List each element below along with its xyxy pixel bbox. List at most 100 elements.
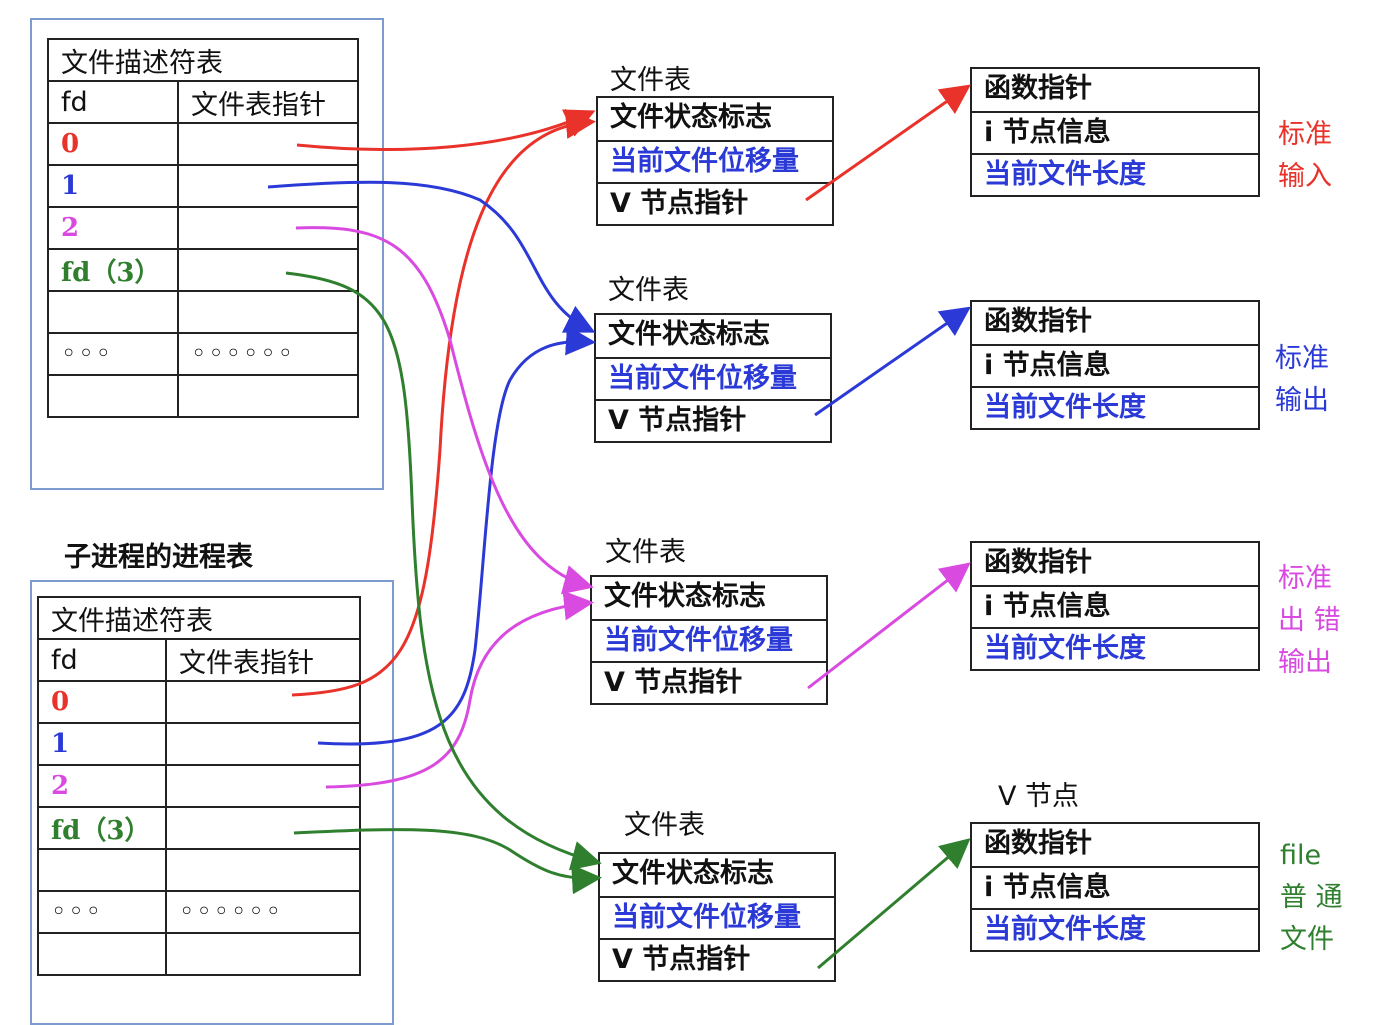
- label-line: 标准: [1275, 343, 1329, 374]
- file-length: 当前文件长度: [972, 908, 1258, 950]
- vnode-pointer: V 节点指针: [596, 399, 830, 441]
- parent-ptr-empty: [177, 290, 359, 334]
- file-table-3: 文件状态标志 当前文件位移量 V 节点指针: [598, 852, 836, 982]
- file-offset: 当前文件位移量: [596, 357, 830, 399]
- file-status-flags: 文件状态标志: [608, 319, 770, 350]
- parent-col-ptr: 文件表指针: [177, 80, 359, 124]
- parent-fd-empty: [47, 290, 179, 334]
- vnode-caption: V 节点: [998, 781, 1080, 812]
- child-ptr-0: [165, 680, 361, 724]
- parent-fd-ellipsis: ◦◦◦: [47, 332, 179, 376]
- child-ptr-last: [165, 932, 361, 976]
- arrow-parent-fd3: [285, 271, 602, 871]
- child-ptr-ellipsis: ◦◦◦◦◦◦: [165, 890, 361, 934]
- inode-info: i 节点信息: [972, 344, 1258, 386]
- vnode-pointer: V 节点指针: [598, 182, 832, 224]
- file-offset: 当前文件位移量: [600, 896, 834, 938]
- file-table-caption-0: 文件表: [610, 65, 691, 96]
- file-table-caption-2: 文件表: [605, 537, 686, 568]
- file-length: 当前文件长度: [972, 627, 1258, 669]
- label-line: file: [1280, 840, 1322, 871]
- parent-fd-table: 文件描述符表 fd 文件表指针 0 1 2 fd（3） ◦◦◦◦◦◦◦◦◦: [47, 38, 359, 418]
- inode-info: i 节点信息: [972, 111, 1258, 153]
- label-line: 文件: [1280, 924, 1334, 955]
- file-status-flags: 文件状态标志: [604, 581, 766, 612]
- label-stdout: 标准 输出: [1275, 338, 1329, 422]
- parent-ptr-1: [177, 164, 359, 208]
- parent-fd-2: 2: [47, 206, 179, 250]
- arrow-parent-fd0: [296, 109, 596, 151]
- function-pointer: 函数指针: [984, 828, 1092, 859]
- label-stdin: 标准 输入: [1278, 114, 1332, 198]
- label-line: 输入: [1278, 161, 1332, 192]
- label-line: 输出: [1275, 385, 1329, 416]
- arrow-ft0-vnode0: [805, 84, 971, 202]
- child-fd-last: [37, 932, 167, 976]
- label-line: 标准: [1278, 119, 1332, 150]
- child-fd-2: 2: [37, 764, 167, 808]
- arrow-parent-fd1: [267, 180, 596, 333]
- child-process-caption: 子进程的进程表: [64, 542, 253, 573]
- parent-fd-last: [47, 374, 179, 418]
- arrow-ft2-vnode2: [807, 562, 971, 690]
- parent-ptr-0: [177, 122, 359, 166]
- vnode-table-0: 函数指针 i 节点信息 当前文件长度: [970, 67, 1260, 197]
- label-line: 普 通: [1280, 882, 1343, 913]
- child-fd-3: fd（3）: [37, 806, 167, 850]
- arrow-ft1-vnode1: [814, 306, 971, 417]
- label-line: 输出: [1278, 647, 1332, 678]
- child-fd-ellipsis: ◦◦◦: [37, 890, 167, 934]
- parent-fd-3: fd（3）: [47, 248, 179, 292]
- file-length: 当前文件长度: [972, 386, 1258, 428]
- file-length: 当前文件长度: [972, 153, 1258, 195]
- file-table-0: 文件状态标志 当前文件位移量 V 节点指针: [596, 96, 834, 226]
- parent-fd-1: 1: [47, 164, 179, 208]
- arrow-child-fd2: [325, 590, 594, 789]
- parent-ptr-last: [177, 374, 359, 418]
- arrow-child-fd1: [317, 325, 596, 746]
- arrow-child-fd3: [293, 828, 602, 895]
- arrow-child-fd0: [291, 108, 596, 697]
- file-table-2: 文件状态标志 当前文件位移量 V 节点指针: [590, 575, 828, 705]
- vnode-table-1: 函数指针 i 节点信息 当前文件长度: [970, 300, 1260, 430]
- file-table-caption-3: 文件表: [624, 810, 705, 841]
- child-fd-empty: [37, 848, 167, 892]
- parent-ptr-ellipsis: ◦◦◦◦◦◦: [177, 332, 359, 376]
- parent-ptr-3: [177, 248, 359, 292]
- function-pointer: 函数指针: [984, 73, 1092, 104]
- inode-info: i 节点信息: [972, 585, 1258, 627]
- child-col-fd: fd: [37, 638, 167, 682]
- file-offset: 当前文件位移量: [598, 140, 832, 182]
- child-fd-1: 1: [37, 722, 167, 766]
- inode-info: i 节点信息: [972, 866, 1258, 908]
- vnode-pointer: V 节点指针: [592, 661, 826, 703]
- child-ptr-3: [165, 806, 361, 850]
- arrow-ft3-vnode3: [817, 838, 971, 970]
- parent-fd-table-title: 文件描述符表: [47, 38, 359, 82]
- parent-fd-0: 0: [47, 122, 179, 166]
- function-pointer: 函数指针: [984, 547, 1092, 578]
- child-fd-table-title: 文件描述符表: [37, 596, 361, 640]
- file-status-flags: 文件状态标志: [610, 102, 772, 133]
- label-stderr: 标准 出 错 输出: [1278, 558, 1341, 684]
- child-fd-table: 文件描述符表 fd 文件表指针 0 1 2 fd（3） ◦◦◦◦◦◦◦◦◦: [37, 596, 361, 976]
- vnode-table-3: 函数指针 i 节点信息 当前文件长度: [970, 822, 1260, 952]
- child-fd-0: 0: [37, 680, 167, 724]
- file-status-flags: 文件状态标志: [612, 858, 774, 889]
- child-col-ptr: 文件表指针: [165, 638, 361, 682]
- parent-col-fd: fd: [47, 80, 179, 124]
- child-ptr-empty: [165, 848, 361, 892]
- file-table-caption-1: 文件表: [608, 275, 689, 306]
- vnode-pointer: V 节点指针: [600, 938, 834, 980]
- label-line: 出 错: [1278, 605, 1341, 636]
- file-table-1: 文件状态标志 当前文件位移量 V 节点指针: [594, 313, 832, 443]
- arrow-parent-fd2: [295, 226, 594, 595]
- function-pointer: 函数指针: [984, 306, 1092, 337]
- child-ptr-2: [165, 764, 361, 808]
- parent-process-frame: [30, 18, 384, 490]
- label-regular-file: file 普 通 文件: [1280, 835, 1343, 961]
- label-line: 标准: [1278, 563, 1332, 594]
- file-offset: 当前文件位移量: [592, 619, 826, 661]
- vnode-table-2: 函数指针 i 节点信息 当前文件长度: [970, 541, 1260, 671]
